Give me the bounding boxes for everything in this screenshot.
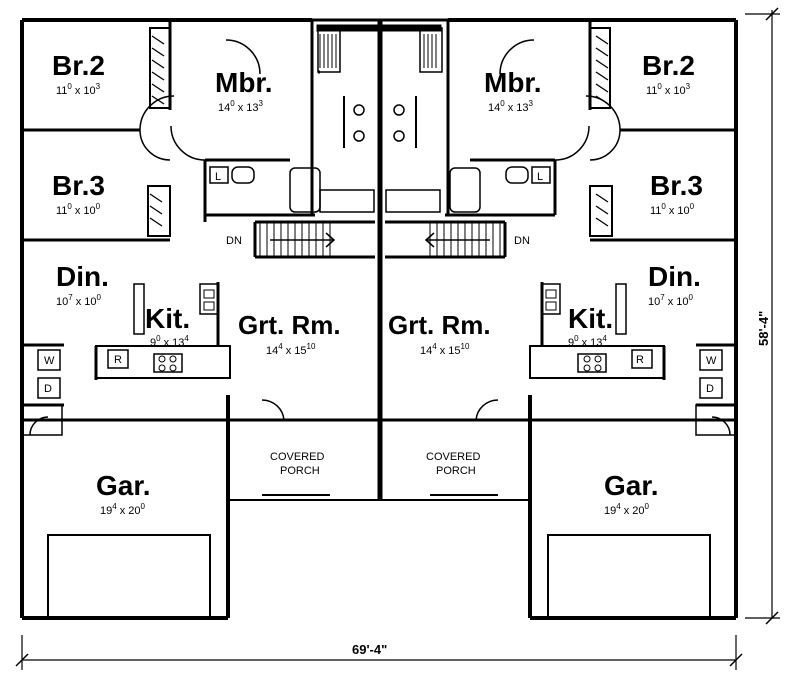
left-kit-name: Kit. [145, 303, 190, 334]
right-br3-name: Br.3 [650, 170, 703, 201]
left-mbr-name: Mbr. [215, 67, 273, 98]
center-bath-block [289, 18, 481, 213]
right-l-label: L [537, 171, 543, 183]
right-mbr-name: Mbr. [484, 67, 542, 98]
overall-width-label: 69'-4" [352, 642, 387, 657]
left-d-label: D [44, 383, 52, 395]
right-porch-line1: COVERED [426, 451, 480, 463]
right-br2-name: Br.2 [642, 50, 695, 81]
right-r-label: R [636, 354, 644, 366]
overall-depth-label: 58'-4" [756, 311, 771, 346]
left-gar-name: Gar. [96, 470, 150, 501]
left-l-label: L [215, 171, 221, 183]
left-dn-label: DN [226, 235, 242, 247]
right-w-label: W [706, 355, 717, 367]
left-br2-name: Br.2 [52, 50, 105, 81]
right-interior [385, 20, 737, 619]
right-dn-label: DN [514, 235, 530, 247]
left-porch-line2: PORCH [280, 465, 320, 477]
right-gar-name: Gar. [604, 470, 658, 501]
left-porch-line1: COVERED [270, 451, 324, 463]
dimension-lines [15, 7, 780, 670]
left-br3-name: Br.3 [52, 170, 105, 201]
left-grt-name: Grt. Rm. [238, 310, 341, 340]
right-din-name: Din. [648, 261, 701, 292]
left-r-label: R [114, 354, 122, 366]
left-din-name: Din. [56, 261, 109, 292]
left-interior [21, 20, 375, 619]
right-kit-name: Kit. [568, 303, 613, 334]
right-grt-name: Grt. Rm. [388, 310, 491, 340]
right-d-label: D [706, 383, 714, 395]
left-w-label: W [44, 355, 55, 367]
right-porch-line2: PORCH [436, 465, 476, 477]
